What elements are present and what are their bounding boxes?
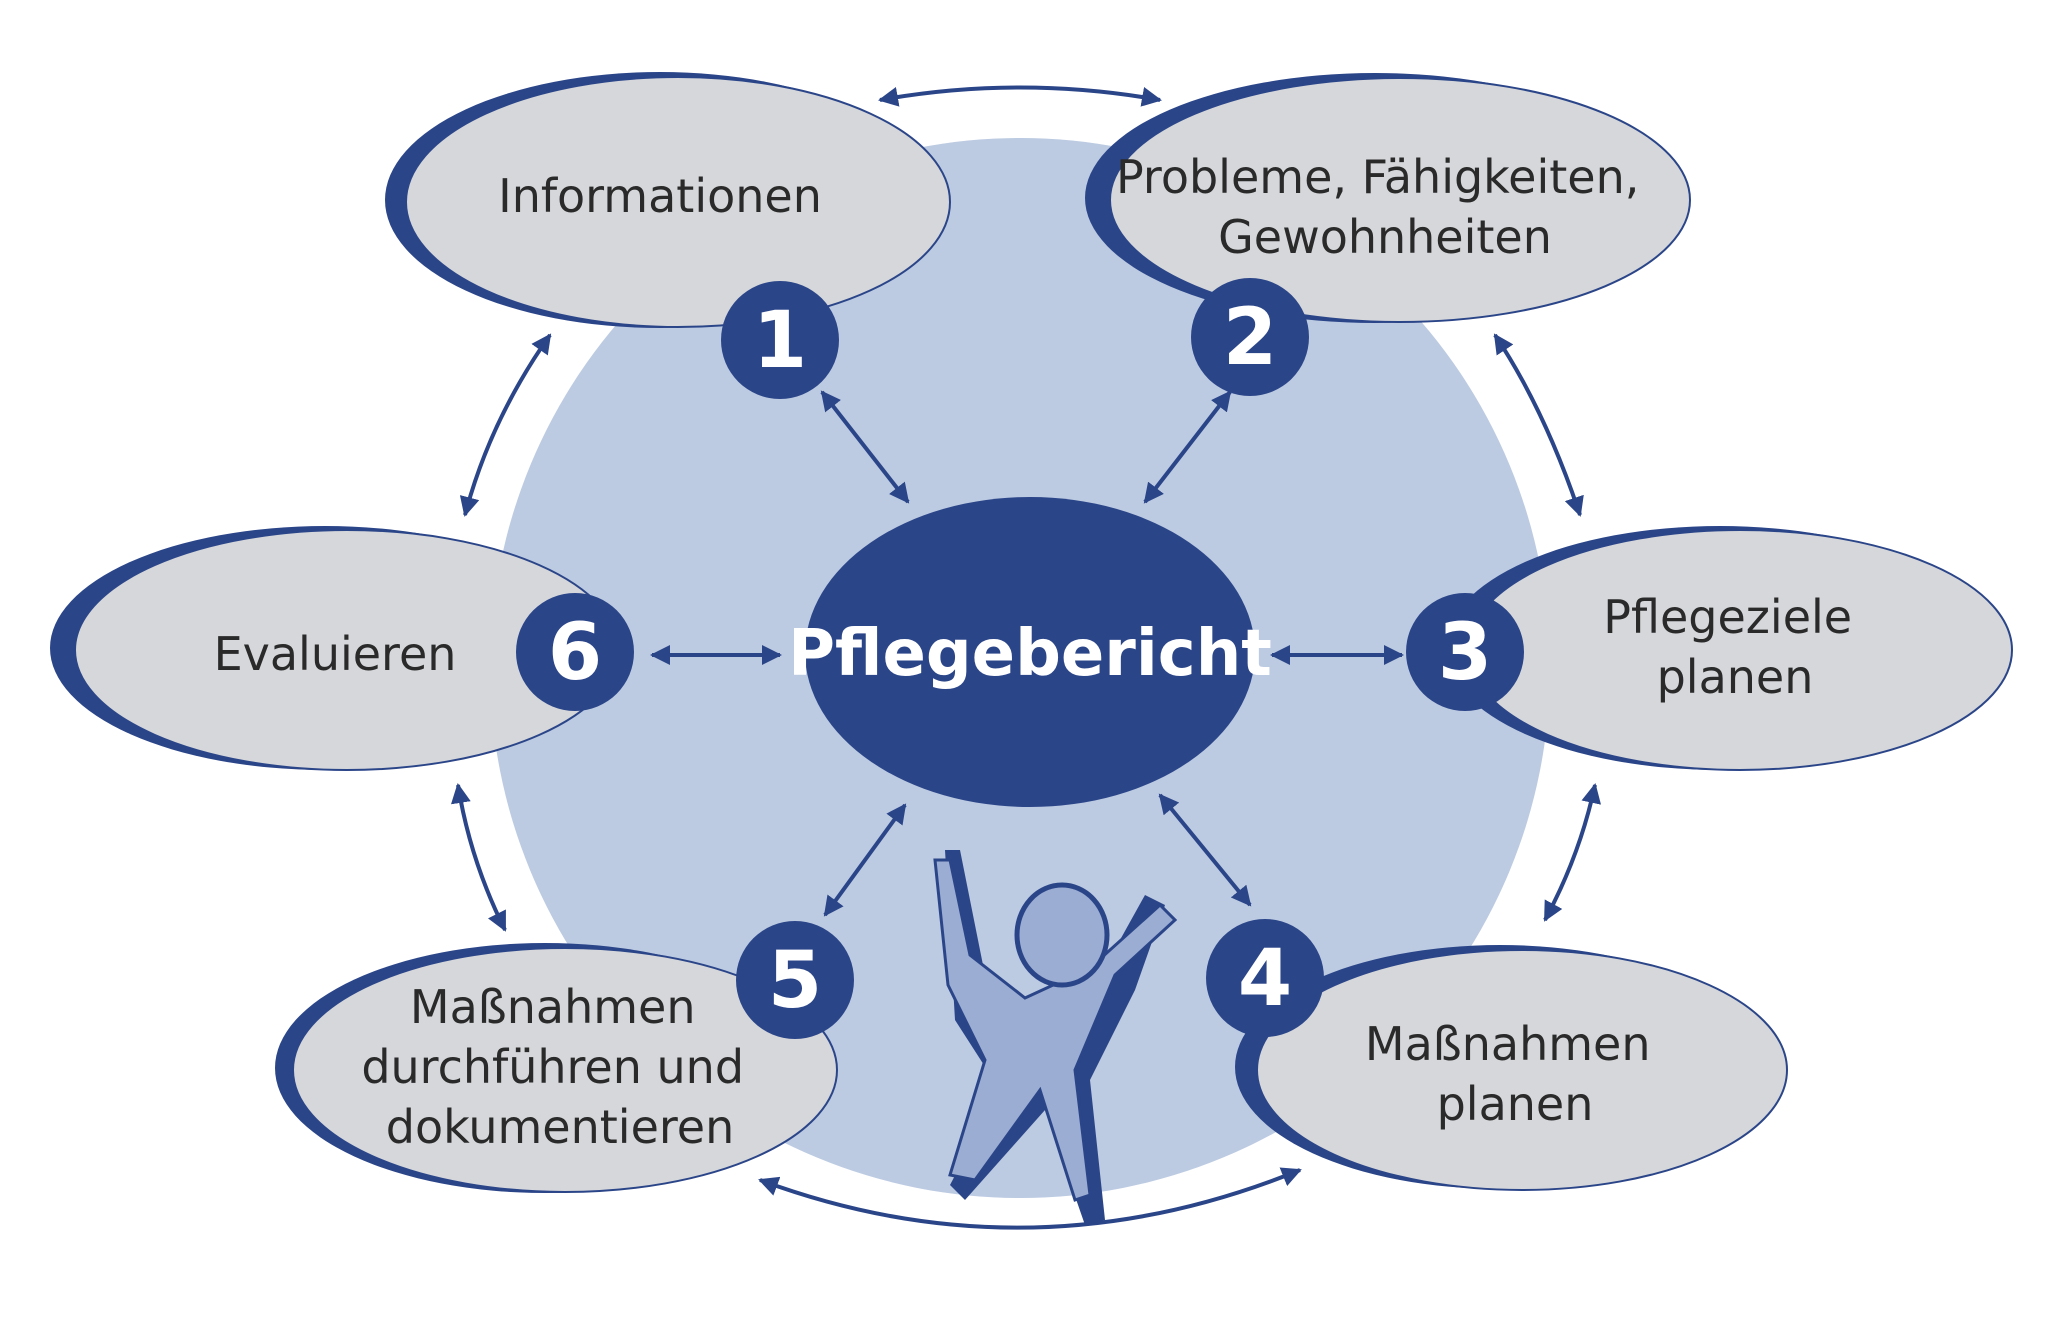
cycle-arrow-5-6 <box>450 783 507 932</box>
step-1-label: Informationen <box>498 169 822 223</box>
step-4-label: Maßnahmen planen <box>1365 1017 1665 1131</box>
cycle-arrow-3-4 <box>1543 783 1602 922</box>
step-1-oval <box>405 76 951 328</box>
step-6-number: 6 <box>548 608 602 698</box>
center-oval <box>805 497 1255 807</box>
step-4-oval <box>1256 949 1788 1191</box>
spoke-arrow-5 <box>823 803 907 917</box>
spoke-arrow-1 <box>820 390 910 504</box>
step-3-badge <box>1406 593 1524 711</box>
spoke-arrow-4 <box>1158 793 1252 907</box>
step-2-number: 2 <box>1223 293 1277 383</box>
step-1-badge <box>721 281 839 399</box>
step-2-badge <box>1191 278 1309 396</box>
step-5-badge <box>736 921 854 1039</box>
spoke-arrow-2 <box>1143 390 1232 504</box>
person-figure-icon <box>933 850 1178 1225</box>
step-2-label: Probleme, Fähigkeiten, Gewohnheiten <box>1116 150 1654 264</box>
step-4-badge <box>1206 919 1324 1037</box>
cycle-arrow-4-5 <box>758 1167 1302 1230</box>
step-5-number: 5 <box>768 936 822 1026</box>
step-3-label: Pflegeziele planen <box>1603 590 1866 704</box>
step-1: Informationen 1 <box>385 72 951 399</box>
step-5-oval <box>292 947 838 1193</box>
step-4-number: 4 <box>1238 934 1292 1024</box>
person-figure-body <box>933 858 1178 1202</box>
step-2-oval <box>1109 77 1691 323</box>
person-figure-head <box>1014 882 1110 988</box>
cycle-arrow-2-3 <box>1493 333 1584 517</box>
step-6-badge <box>516 593 634 711</box>
cycle-arrows <box>450 85 1602 1230</box>
center-label: Pflegebericht <box>788 617 1272 691</box>
step-3-number: 3 <box>1438 608 1492 698</box>
step-3: Pflegeziele planen 3 <box>1406 526 2013 771</box>
step-6: Evaluieren 6 <box>50 526 634 771</box>
center-node: Pflegebericht <box>788 497 1272 807</box>
spoke-arrows <box>650 390 1404 917</box>
step-5-label: Maßnahmen durchführen und dokumentieren <box>361 980 758 1154</box>
step-5: Maßnahmen durchführen und dokumentieren … <box>275 921 854 1193</box>
step-4: Maßnahmen planen 4 <box>1206 919 1788 1191</box>
cycle-arrow-6-1 <box>459 333 552 517</box>
step-6-label: Evaluieren <box>214 627 457 681</box>
step-2: Probleme, Fähigkeiten, Gewohnheiten 2 <box>1085 73 1691 396</box>
step-1-number: 1 <box>753 296 807 386</box>
cycle-arrow-1-2 <box>878 85 1162 107</box>
